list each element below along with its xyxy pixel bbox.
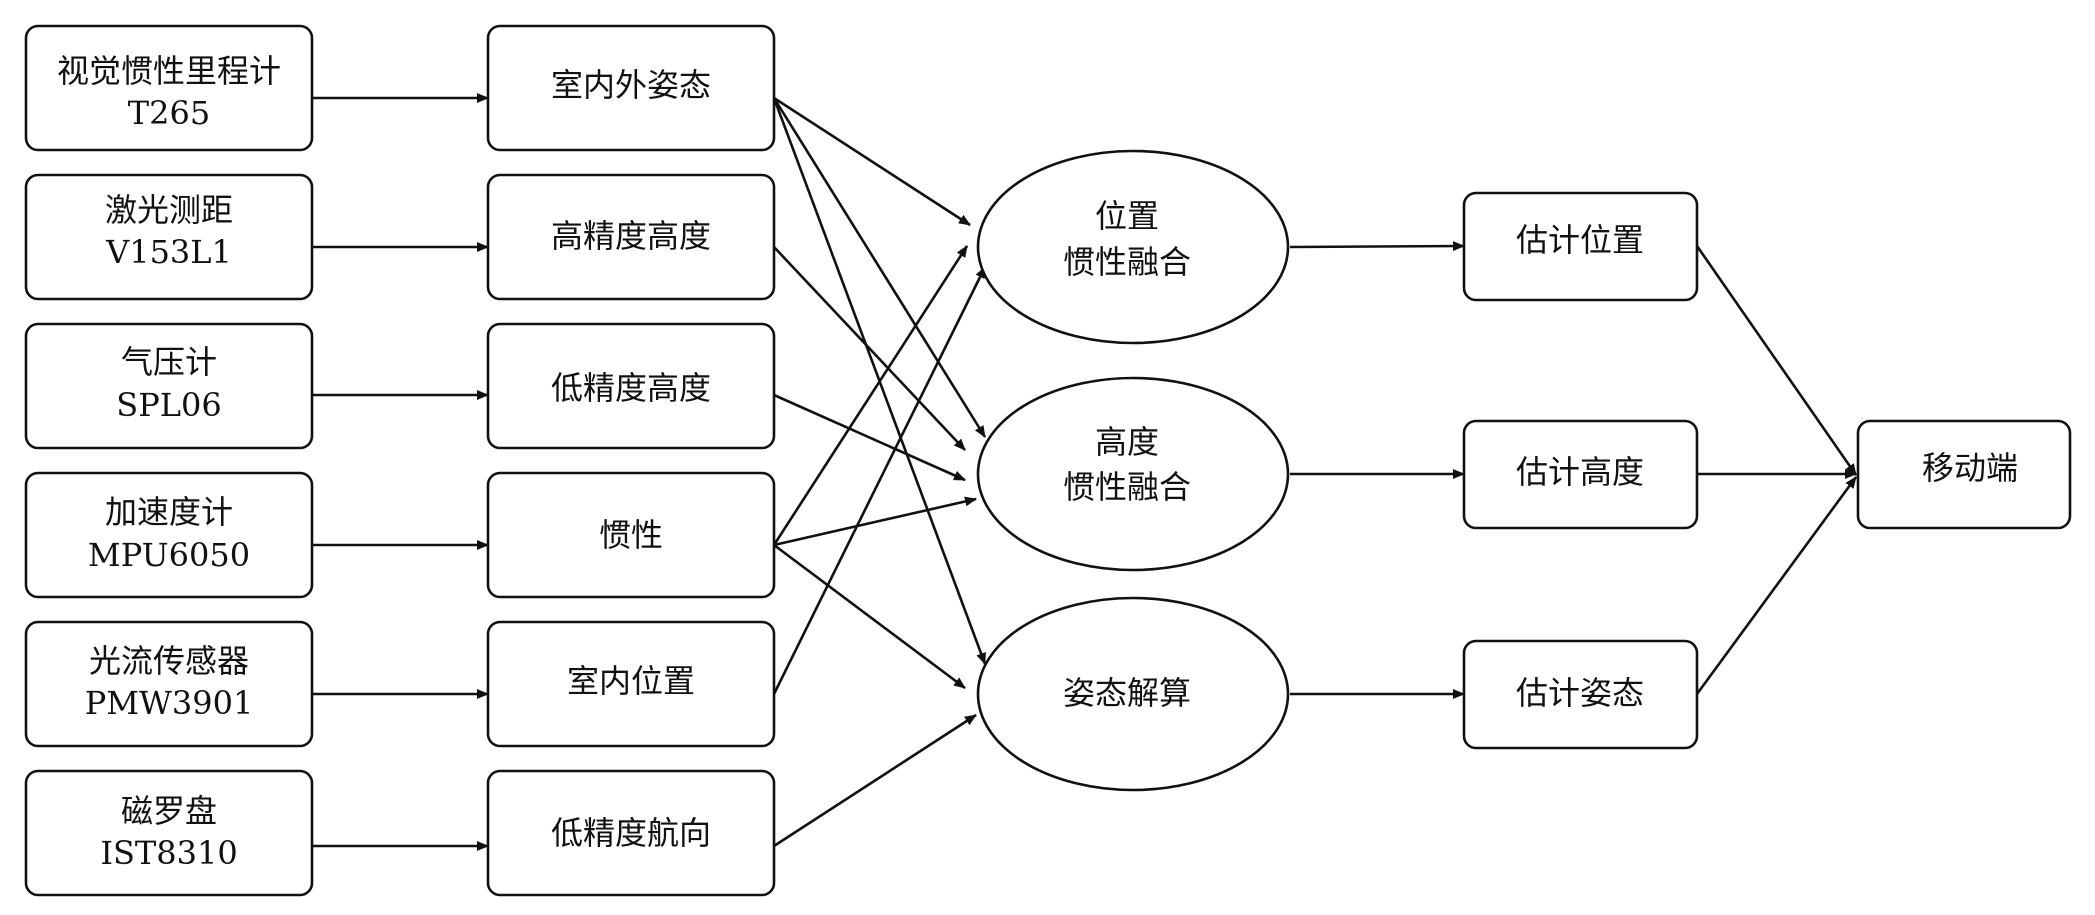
fusion-label-line1: 姿态解算 bbox=[1063, 674, 1191, 712]
edge-meas4-to-attitude bbox=[773, 543, 966, 690]
sensor-node-6: 磁罗盘 IST8310 bbox=[24, 769, 314, 897]
edge-meas1-to-height bbox=[772, 97, 987, 438]
sensor-name: 磁罗盘 bbox=[121, 792, 217, 830]
measurement-label: 室内位置 bbox=[567, 662, 695, 700]
sensor-name: 加速度计 bbox=[105, 493, 233, 531]
estimate-node-position: 估计位置 bbox=[1462, 191, 1699, 302]
fusion-label-line2: 惯性融合 bbox=[1063, 243, 1191, 281]
sensor-name: 视觉惯性里程计 bbox=[57, 52, 281, 90]
estimate-node-attitude: 估计姿态 bbox=[1462, 639, 1699, 750]
sensor-node-2: 激光测距 V153L1 bbox=[24, 173, 314, 301]
edge-meas4-to-height bbox=[773, 496, 977, 547]
measurement-node-2: 高精度高度 bbox=[486, 173, 776, 301]
measurement-label: 低精度高度 bbox=[551, 369, 711, 407]
estimate-label: 估计高度 bbox=[1516, 453, 1644, 491]
sensor-name: 激光测距 bbox=[105, 191, 233, 229]
sensor-node-5: 光流传感器 PMW3901 bbox=[24, 620, 314, 748]
edge-est-attitude-to-mobile bbox=[1695, 476, 1858, 695]
sensor-node-1: 视觉惯性里程计 T265 bbox=[24, 24, 314, 152]
fusion-label-line2: 惯性融合 bbox=[1063, 468, 1191, 506]
fusion-label-line1: 位置 bbox=[1095, 197, 1159, 235]
measurement-node-1: 室内外姿态 bbox=[486, 24, 776, 152]
measurement-node-6: 低精度航向 bbox=[486, 769, 776, 897]
sensor-model: IST8310 bbox=[100, 834, 237, 872]
sensor-column: 视觉惯性里程计 T265 激光测距 V153L1 气压计 SPL06 加速度计 … bbox=[24, 24, 314, 897]
measurement-label: 高精度高度 bbox=[551, 217, 711, 255]
edge-meas1-to-position bbox=[773, 96, 971, 227]
mobile-label: 移动端 bbox=[1922, 449, 2018, 487]
sensor-node-4: 加速度计 MPU6050 bbox=[24, 471, 314, 599]
edge-meas6-to-attitude bbox=[773, 713, 977, 848]
edge-meas5-to-position bbox=[772, 266, 987, 695]
estimate-label: 估计姿态 bbox=[1516, 674, 1644, 712]
sensor-name: 光流传感器 bbox=[89, 642, 249, 680]
edge-est-position-to-mobile bbox=[1695, 245, 1858, 476]
fusion-column: 位置 惯性融合 高度 惯性融合 姿态解算 bbox=[976, 149, 1290, 792]
sensor-model: SPL06 bbox=[116, 386, 221, 424]
measurement-label: 惯性 bbox=[599, 516, 663, 554]
measurement-node-5: 室内位置 bbox=[486, 620, 776, 748]
measurement-node-3: 低精度高度 bbox=[486, 322, 776, 450]
fusion-node-position: 位置 惯性融合 bbox=[976, 149, 1290, 345]
estimate-node-height: 估计高度 bbox=[1462, 419, 1699, 530]
measurement-label: 低精度航向 bbox=[551, 814, 711, 852]
fusion-node-height: 高度 惯性融合 bbox=[976, 376, 1290, 572]
edge-position-to-estimate bbox=[1289, 241, 1465, 252]
sensor-model: V153L1 bbox=[105, 233, 232, 271]
edge-meas2-to-height bbox=[773, 246, 966, 451]
edge-meas3-to-height bbox=[773, 393, 966, 482]
measurement-column: 室内外姿态 高精度高度 低精度高度 惯性 室内位置 低精度航向 bbox=[486, 24, 776, 897]
fusion-label-line1: 高度 bbox=[1095, 423, 1159, 461]
sensor-model: PMW3901 bbox=[85, 684, 254, 722]
sensor-name: 气压计 bbox=[121, 343, 217, 381]
fusion-node-attitude: 姿态解算 bbox=[976, 596, 1290, 792]
sensor-node-3: 气压计 SPL06 bbox=[24, 322, 314, 450]
mobile-node: 移动端 bbox=[1856, 419, 2072, 530]
sensor-model: MPU6050 bbox=[88, 536, 250, 574]
sensor-model: T265 bbox=[128, 94, 210, 132]
edge-meas4-to-position bbox=[772, 245, 969, 546]
estimate-label: 估计位置 bbox=[1516, 221, 1644, 259]
measurement-node-4: 惯性 bbox=[486, 471, 776, 599]
estimate-column: 估计位置 估计高度 估计姿态 bbox=[1462, 191, 1699, 750]
connectors bbox=[312, 93, 1858, 851]
measurement-label: 室内外姿态 bbox=[551, 66, 711, 104]
